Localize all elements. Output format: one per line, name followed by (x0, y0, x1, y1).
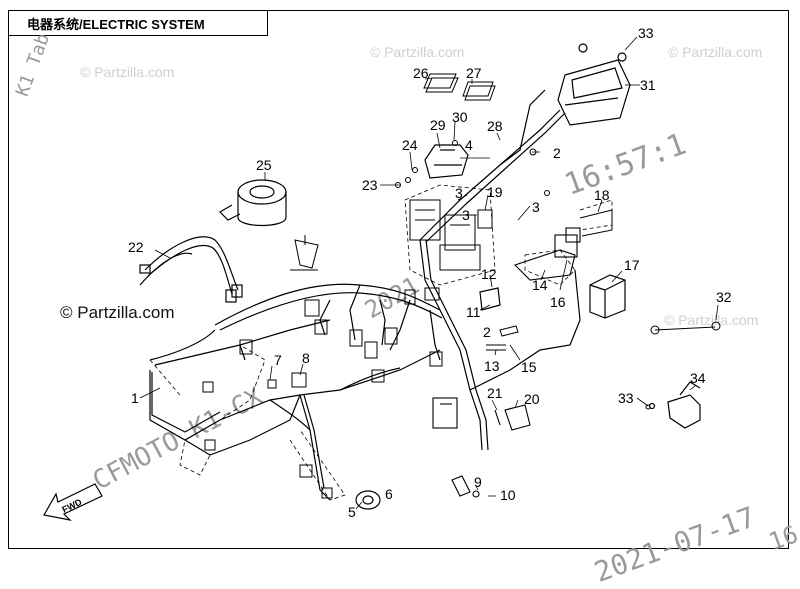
fuse-link-13 (486, 344, 506, 351)
horn (355, 490, 381, 510)
starter-relay-bracket (513, 227, 581, 281)
callout-32: 32 (716, 289, 732, 305)
connector-9 (451, 475, 480, 498)
callout-29: 29 (430, 117, 446, 133)
callout-23: 23 (362, 177, 378, 193)
callout-17: 17 (624, 257, 640, 273)
callout-14: 14 (532, 277, 548, 293)
callout-22: 22 (128, 239, 144, 255)
diagram-frame (8, 10, 789, 549)
callout-5: 5 (348, 504, 356, 520)
callout-11: 11 (466, 304, 481, 320)
callout-7: 7 (274, 352, 282, 368)
callout-20: 20 (524, 391, 540, 407)
crank-sensor (290, 235, 319, 271)
dashed-region-outlines (149, 184, 613, 501)
callout-10: 10 (500, 487, 516, 503)
harness-connectors (202, 287, 443, 499)
callout-26: 26 (413, 65, 429, 81)
callout-34: 34 (690, 370, 706, 386)
bolt-2b (499, 325, 519, 337)
watermark-partzilla-mid-right: © Partzilla.com (664, 312, 759, 328)
callout-8: 8 (302, 350, 310, 366)
ground-cable (650, 321, 721, 335)
callout-25: 25 (256, 157, 272, 173)
callout-12: 12 (481, 266, 497, 282)
callout-33-top: 33 (638, 25, 654, 41)
callout-9: 9 (474, 474, 482, 490)
callout-6: 6 (385, 486, 393, 502)
sensor-34 (648, 381, 701, 429)
callout-leaders (139, 36, 719, 510)
callout-13: 13 (484, 358, 500, 374)
callout-4: 4 (465, 137, 473, 153)
watermark-partzilla-main: © Partzilla.com (60, 303, 175, 322)
forward-arrow: FWD (43, 483, 103, 521)
wiring-diagram: FWD (43, 25, 732, 521)
callout-15: 15 (521, 359, 537, 375)
voltage-regulator (424, 144, 469, 179)
battery (589, 274, 626, 319)
callout-3-a: 3 (455, 185, 463, 201)
label-plates (423, 73, 496, 101)
callout-2-lower: 2 (483, 324, 491, 340)
page-title: 电器系统/ELECTRIC SYSTEM (8, 10, 268, 36)
callout-19: 19 (487, 184, 503, 200)
callout-24: 24 (402, 137, 418, 153)
main-wiring-harness (149, 89, 581, 501)
callout-33-bottom: 33 (618, 390, 634, 406)
oxygen-sensors (139, 236, 243, 303)
callout-28: 28 (487, 118, 503, 134)
fasteners (395, 140, 651, 410)
ignition-switch (219, 179, 287, 227)
rear-connector-assembly (432, 397, 531, 431)
watermark-partzilla-top-right: © Partzilla.com (668, 44, 763, 60)
callout-2: 2 (553, 145, 561, 161)
callout-3-c: 3 (532, 199, 540, 215)
callout-16: 16 (550, 294, 566, 310)
callout-31: 31 (640, 77, 656, 93)
callout-3-b: 3 (462, 207, 470, 223)
callout-21: 21 (487, 385, 503, 401)
ecu-module (557, 43, 631, 126)
callout-30: 30 (452, 109, 468, 125)
watermark-partzilla-top-left: © Partzilla.com (80, 64, 175, 80)
battery-cable (579, 209, 613, 237)
relay-12 (479, 287, 501, 311)
callout-18: 18 (594, 187, 610, 203)
watermark-partzilla-top-mid: © Partzilla.com (370, 44, 465, 60)
fuse-box (409, 199, 493, 271)
callout-1: 1 (131, 390, 139, 406)
callout-27: 27 (466, 65, 482, 81)
callout-numbers: 1 2 2 3 3 3 4 5 6 7 8 9 10 11 12 13 14 1… (128, 25, 732, 520)
